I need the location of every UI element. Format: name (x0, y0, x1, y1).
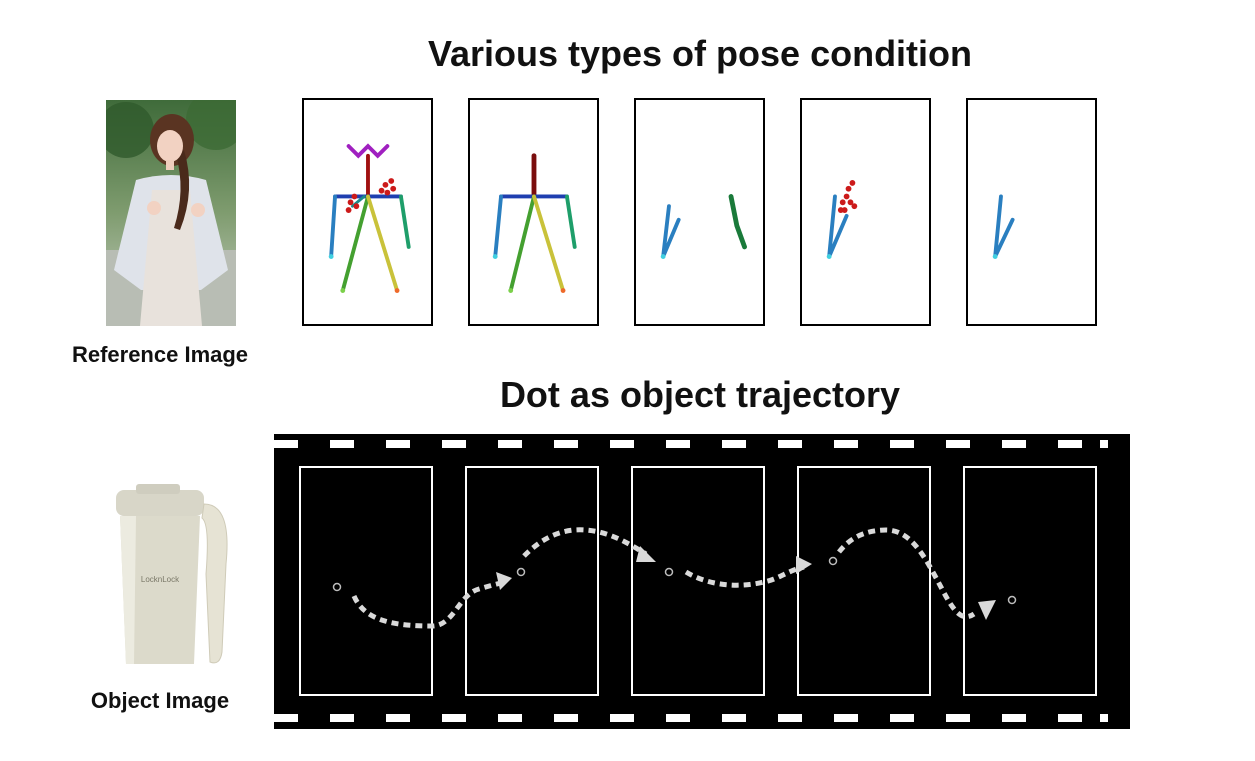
pose-frame-3 (634, 98, 765, 326)
trajectory-section-title: Dot as object trajectory (499, 374, 901, 415)
trajectory-frame-2 (465, 466, 599, 696)
trajectory-frame-4 (797, 466, 931, 696)
arm-hand-pose-skeleton (826, 180, 858, 260)
film-sprocket-holes (274, 440, 1108, 722)
trajectory-arrowheads (496, 546, 996, 620)
pose-section-title: Various types of pose condition (427, 33, 973, 74)
body-pose-skeleton (492, 153, 577, 293)
trajectory-path (351, 527, 976, 629)
pose-frame-2 (468, 98, 599, 326)
trajectory-dot-1 (332, 582, 342, 592)
trajectory-frame-3 (631, 466, 765, 696)
svg-text:LocknLock: LocknLock (141, 575, 180, 584)
object-image: LocknLock (116, 484, 228, 664)
object-image-caption: Object Image (90, 688, 230, 713)
trajectory-filmstrip (274, 434, 1130, 729)
trajectory-frame-5 (963, 466, 1097, 696)
reference-image-caption: Reference Image (71, 342, 249, 367)
trajectory-dot-5 (1007, 595, 1017, 605)
trajectory-dot-4 (828, 556, 838, 566)
pose-frame-1 (302, 98, 433, 326)
trajectory-dot-3 (664, 567, 674, 577)
trajectory-frame-1 (299, 466, 433, 696)
trajectory-dot-2 (516, 567, 526, 577)
pose-frame-4 (800, 98, 931, 326)
single-arm-pose-skeleton (992, 194, 1015, 260)
pose-frame-5 (966, 98, 1097, 326)
reference-image (106, 100, 236, 326)
arms-pose-skeleton (660, 194, 748, 260)
full-body-pose-skeleton (328, 143, 411, 293)
